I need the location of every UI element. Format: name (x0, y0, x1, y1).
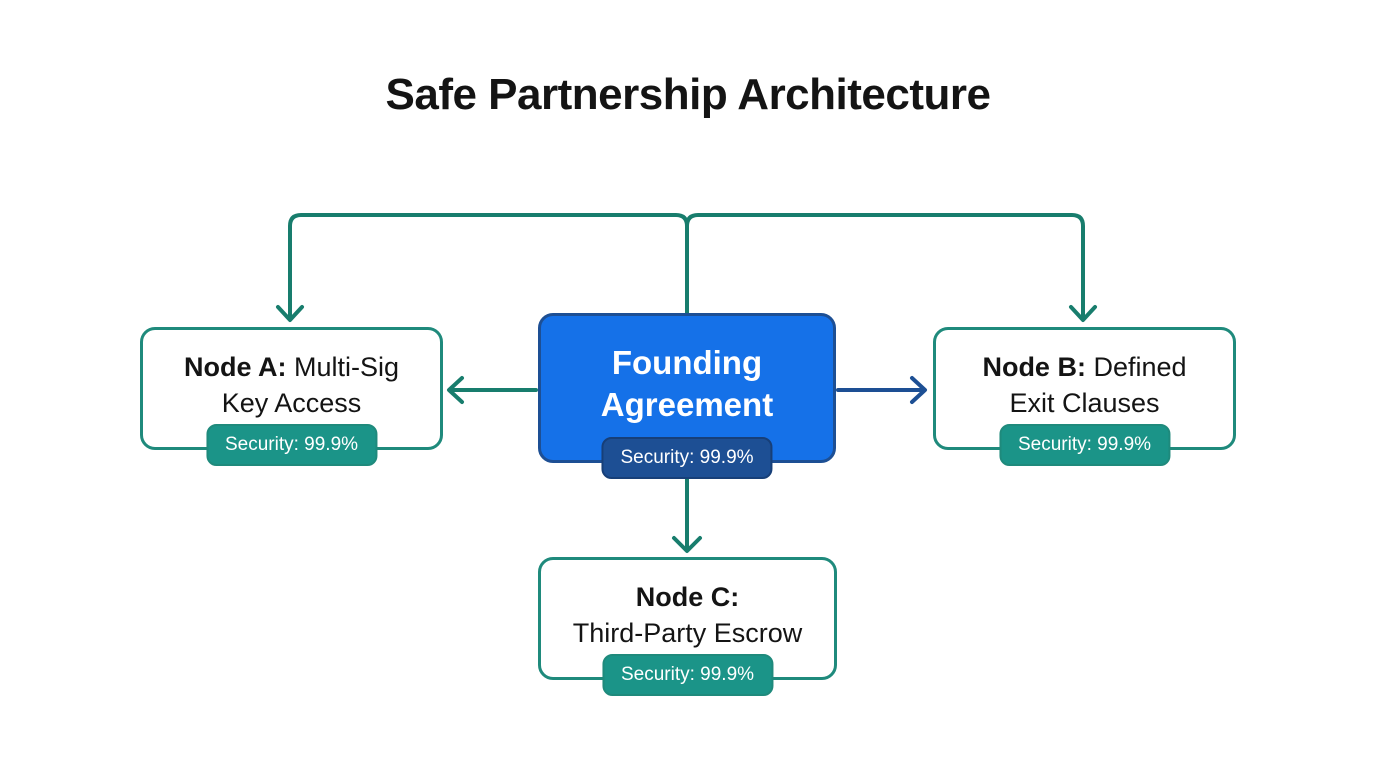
node-founding-agreement: Founding Agreement Security: 99.9% (538, 313, 836, 479)
node-b: Node B: Defined Exit Clauses Security: 9… (933, 327, 1236, 466)
node-a-title: Node A: (183, 351, 287, 382)
node-a-label: Node A: Multi-Sig Key Access (184, 349, 399, 421)
node-b-label: Node B: Defined Exit Clauses (982, 349, 1186, 421)
node-b-security-badge: Security: 99.9% (998, 424, 1171, 466)
diagram-title: Safe Partnership Architecture (385, 70, 991, 119)
node-b-title: Node B: (982, 351, 1086, 382)
node-a: Node A: Multi-Sig Key Access Security: 9… (140, 327, 443, 466)
arrowhead-right-node-b (910, 376, 927, 404)
node-c-security-badge: Security: 99.9% (601, 654, 774, 696)
node-c-label: Node C: Third-Party Escrow (573, 579, 803, 651)
arrowhead-left-node-a (447, 376, 464, 404)
founding-security-badge: Security: 99.9% (601, 437, 773, 479)
node-c-title: Node C: (635, 581, 740, 612)
arrowhead-down-node-c (672, 536, 702, 553)
node-c-line2: Third-Party Escrow (572, 617, 803, 648)
arrowhead-down-node-a (276, 305, 304, 322)
node-b-subtitle: Defined (1085, 351, 1187, 382)
connector-top-left (288, 213, 689, 318)
node-a-line2: Key Access (221, 387, 362, 418)
node-a-security-badge: Security: 99.9% (205, 424, 378, 466)
founding-line2: Agreement (600, 386, 774, 423)
arrowhead-down-node-b (1069, 305, 1097, 322)
founding-line1: Founding (611, 344, 763, 381)
node-c: Node C: Third-Party Escrow Security: 99.… (538, 557, 837, 696)
connector-top-right (685, 213, 1085, 318)
node-a-subtitle: Multi-Sig (286, 351, 400, 382)
founding-agreement-label: Founding Agreement (601, 342, 773, 426)
node-b-line2: Exit Clauses (1009, 387, 1160, 418)
